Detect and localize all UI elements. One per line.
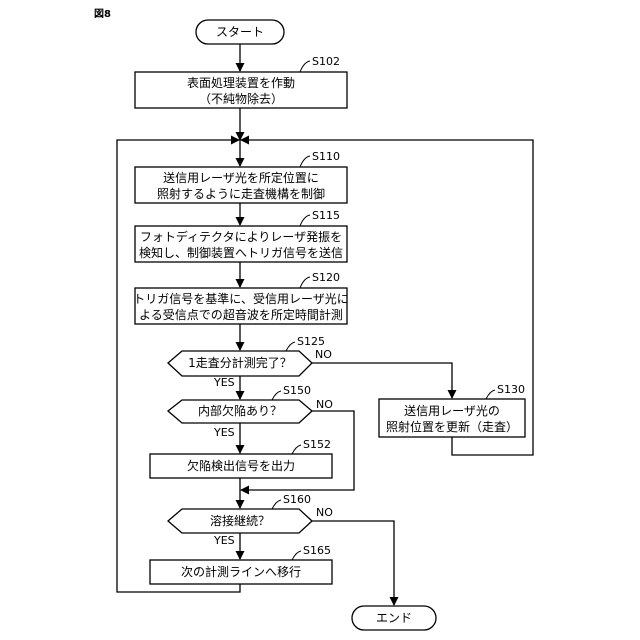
s152-step-id: S152 <box>303 438 331 451</box>
step-s115: フォトディテクタによりレーザ発振を 検知し、制御装置へトリガ信号を送信 S115 <box>135 209 347 262</box>
end-label: エンド <box>376 611 412 625</box>
s165-label: 次の計測ラインへ移行 <box>181 564 301 579</box>
s110-line-1: 送信用レーザ光を所定位置に <box>163 170 319 185</box>
decision-s125: 1走査分計測完了？ S125 YES NO <box>168 335 332 389</box>
s102-line-1: 表面処理装置を作動 <box>187 76 295 90</box>
s102-step-id: S102 <box>312 55 340 68</box>
s150-step-id: S150 <box>283 384 311 397</box>
s150-no-label: NO <box>316 398 333 411</box>
step-s152: 欠陥検出信号を出力 S152 <box>150 438 332 478</box>
s125-no-label: NO <box>315 348 332 361</box>
s160-no-label: NO <box>316 506 333 519</box>
s115-line-1: フォトディテクタによりレーザ発振を <box>140 229 342 244</box>
start-label: スタート <box>216 25 264 39</box>
s160-label: 溶接継続？ <box>210 513 270 528</box>
s130-step-id: S130 <box>497 383 525 396</box>
s152-label: 欠陥検出信号を出力 <box>187 458 295 473</box>
s120-line-2: よる受信点での超音波を所定時間計測 <box>139 307 343 322</box>
s125-label: 1走査分計測完了？ <box>188 355 292 370</box>
decision-s160: 溶接継続？ S160 YES NO <box>168 493 333 547</box>
step-s120: トリガ信号を基準に、受信用レーザ光に よる受信点での超音波を所定時間計測 S12… <box>133 271 348 324</box>
s115-line-2: 検知し、制御装置へトリガ信号を送信 <box>139 245 343 260</box>
s115-step-id: S115 <box>312 209 340 222</box>
s125-step-id: S125 <box>297 335 325 348</box>
edge-s125-no-to-s130 <box>312 363 452 398</box>
s130-line-2: 照射位置を更新（走査） <box>386 419 518 434</box>
s110-step-id: S110 <box>312 150 340 163</box>
end-terminal: エンド <box>352 606 436 630</box>
s130-line-1: 送信用レーザ光の <box>404 403 500 418</box>
s125-yes-label: YES <box>213 376 235 389</box>
decision-s150: 内部欠陥あり？ S150 YES NO <box>168 384 333 439</box>
s150-yes-label: YES <box>213 426 235 439</box>
s150-label: 内部欠陥あり？ <box>198 403 282 418</box>
step-s110: 送信用レーザ光を所定位置に 照射するように走査機構を制御 S110 <box>135 150 347 203</box>
s160-yes-label: YES <box>213 534 235 547</box>
s120-step-id: S120 <box>312 271 340 284</box>
figure-label: 図8 <box>94 8 111 20</box>
s165-step-id: S165 <box>303 544 331 557</box>
step-s165: 次の計測ラインへ移行 S165 <box>150 544 332 584</box>
s160-step-id: S160 <box>283 493 311 506</box>
start-terminal: スタート <box>196 20 284 44</box>
s102-line-2: （不純物除去） <box>199 91 283 106</box>
s120-line-1: トリガ信号を基準に、受信用レーザ光に <box>133 291 348 306</box>
s110-line-2: 照射するように走査機構を制御 <box>157 186 325 201</box>
step-s102: 表面処理装置を作動 （不純物除去） S102 <box>135 55 347 108</box>
